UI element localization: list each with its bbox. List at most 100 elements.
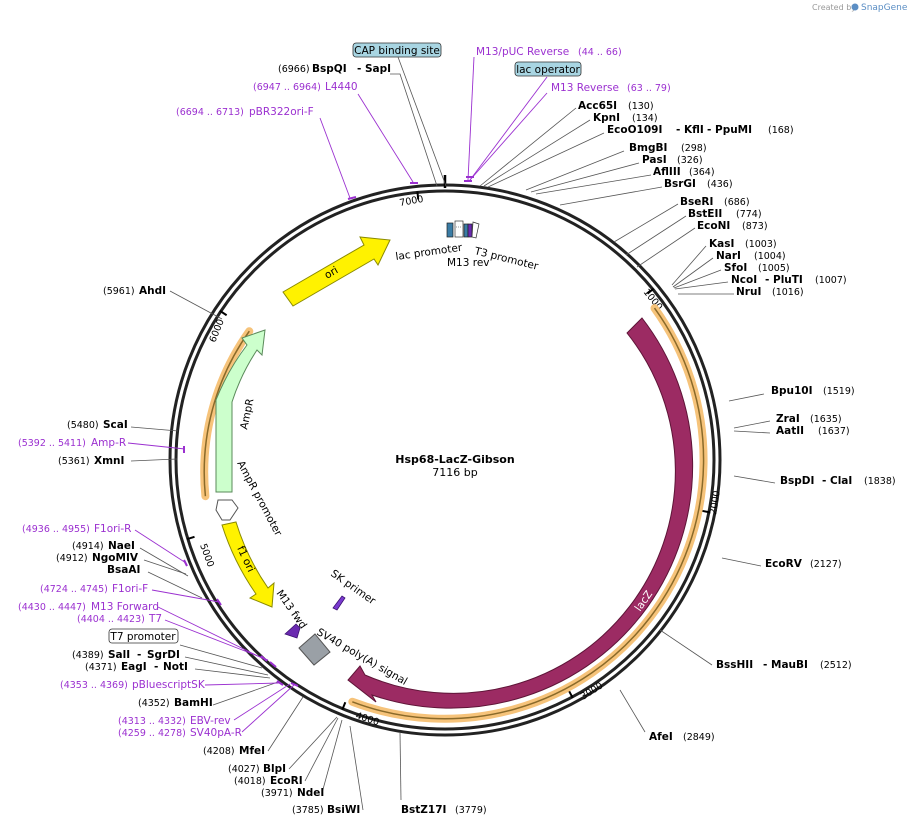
- top-feature-cluster: [446, 220, 480, 239]
- tick-label: 5000: [197, 542, 216, 568]
- enzyme-position: (4208): [203, 746, 235, 757]
- enzyme-name: ZraI: [776, 413, 800, 425]
- tick-mark: [416, 191, 420, 200]
- enzyme-position: (1005): [758, 263, 790, 274]
- enzyme-name: NaeI: [108, 540, 135, 552]
- primer-range: (6947 .. 6964): [253, 82, 321, 93]
- enzyme-position: (873): [742, 221, 768, 232]
- t3-promoter-feature[interactable]: [471, 221, 480, 239]
- plasmid-name: Hsp68-LacZ-Gibson: [395, 453, 514, 466]
- plasmid-length: 7116 bp: [432, 466, 477, 479]
- primer-marks: [183, 176, 474, 687]
- lac-operator-feature[interactable]: [463, 223, 469, 238]
- primer-name: M13 Reverse: [551, 82, 619, 94]
- enzyme-position: (4352): [138, 698, 170, 709]
- ampr-feature-arrow[interactable]: [215, 329, 266, 493]
- primer-range: (63 .. 79): [627, 83, 671, 94]
- lacz-feature-arrow[interactable]: [347, 317, 694, 709]
- enzyme-name: BsrGI: [664, 178, 696, 190]
- snapgene-brand: SnapGene: [861, 3, 908, 13]
- tick-mark: [341, 701, 347, 711]
- enzyme-name: NdeI: [297, 787, 324, 799]
- primer-name: EBV-rev: [190, 715, 231, 727]
- primer-name: T7: [148, 613, 162, 625]
- created-by-text: Created by: [812, 3, 856, 12]
- enzyme-name: BstEII: [688, 208, 722, 220]
- sk-primer-label: SK primer: [328, 568, 378, 608]
- enzyme-name: -: [154, 661, 158, 673]
- enzyme-position: (5961): [103, 286, 135, 297]
- enzyme-position: (4018): [234, 776, 266, 787]
- m13-rev-label: M13 rev: [447, 257, 490, 269]
- enzyme-position: (1007): [815, 275, 847, 286]
- lac-promoter-feature[interactable]: [454, 220, 464, 238]
- enzyme-position: (774): [736, 209, 762, 220]
- primer-name: Amp-R: [91, 437, 126, 449]
- tick-mark: [646, 287, 655, 295]
- enzyme-position: (298): [681, 143, 707, 154]
- position-ticks: [186, 175, 711, 711]
- enzyme-name: BsiWI: [327, 804, 360, 816]
- ampr-promoter-arrow[interactable]: [215, 499, 239, 521]
- tick-mark: [186, 535, 195, 541]
- enzyme-name: -: [357, 63, 361, 75]
- tick-mark: [219, 309, 228, 317]
- ori-feature-arrow[interactable]: [282, 236, 391, 307]
- enzyme-position: (3785): [292, 805, 324, 816]
- enzyme-name: -: [763, 659, 767, 671]
- enzyme-labels: (6966) BspQI - SapI Acc65I (130) KpnI (1…: [56, 63, 896, 816]
- m13-fwd-feature[interactable]: [284, 623, 301, 639]
- enzyme-name: SalI: [108, 649, 130, 661]
- enzyme-name: NgoMIV: [92, 552, 139, 564]
- primer-range: (5392 .. 5411): [18, 438, 86, 449]
- lac-operator-box[interactable]: lac operator: [514, 61, 582, 77]
- enzyme-position: (4027): [228, 764, 260, 775]
- enzyme-name: EcoO109I: [607, 124, 662, 136]
- enzyme-name: -: [765, 274, 769, 286]
- enzyme-position: (2127): [810, 559, 842, 570]
- primer-range: (4430 .. 4447): [18, 602, 86, 613]
- enzyme-name: PluTI: [773, 274, 803, 286]
- primer-range: (4259 .. 4278): [118, 728, 186, 739]
- snapgene-logo-icon: [851, 3, 859, 11]
- enzyme-name: -: [707, 124, 711, 136]
- enzyme-name: MauBI: [771, 659, 808, 671]
- enzyme-name: BamHI: [174, 697, 213, 709]
- primer-range: (4313 .. 4332): [118, 716, 186, 727]
- enzyme-name: ClaI: [830, 475, 852, 487]
- primer-range: (4404 .. 4423): [77, 614, 145, 625]
- enzyme-name: BspDI: [780, 475, 814, 487]
- primer-range: (4936 .. 4955): [22, 524, 90, 535]
- lacz-orf-line: [352, 307, 705, 720]
- enzyme-name: BstZ17I: [401, 804, 446, 816]
- enzyme-name: BseRI: [680, 196, 713, 208]
- enzyme-position: (1635): [810, 414, 842, 425]
- t7-promoter-label: T7 promoter: [109, 631, 176, 643]
- enzyme-name: Acc65I: [578, 100, 617, 112]
- primer-range: (4724 .. 4745): [40, 584, 108, 595]
- enzyme-name: EcoRI: [270, 775, 303, 787]
- enzyme-name: AfeI: [649, 731, 673, 743]
- f1-ori-feature-arrow[interactable]: [221, 521, 275, 608]
- tick-label: 6000: [208, 318, 227, 345]
- enzyme-position: (4914): [72, 541, 104, 552]
- ampr-promoter-label: AmpR promoter: [234, 459, 284, 539]
- cap-site-feature[interactable]: [446, 222, 454, 238]
- sv40-polya-feature[interactable]: [298, 633, 331, 666]
- enzyme-name: NruI: [736, 286, 761, 298]
- enzyme-position: (3779): [455, 805, 487, 816]
- enzyme-name: -: [676, 124, 680, 136]
- enzyme-name: NarI: [716, 250, 741, 262]
- enzyme-name: KasI: [709, 238, 734, 250]
- t7-promoter-box[interactable]: T7 promoter: [108, 628, 179, 644]
- primer-name: F1ori-R: [94, 523, 131, 535]
- enzyme-position: (686): [724, 197, 750, 208]
- enzyme-name: EcoRV: [765, 558, 803, 570]
- enzyme-name: SgrDI: [147, 649, 180, 661]
- enzyme-name: Bpu10I: [771, 385, 813, 397]
- enzyme-name: SapI: [365, 63, 391, 75]
- cap-binding-site-box[interactable]: CAP binding site: [352, 42, 442, 58]
- m13-rev-feature[interactable]: [467, 223, 473, 238]
- sk-primer-feature[interactable]: [332, 595, 346, 611]
- enzyme-name: -: [137, 649, 141, 661]
